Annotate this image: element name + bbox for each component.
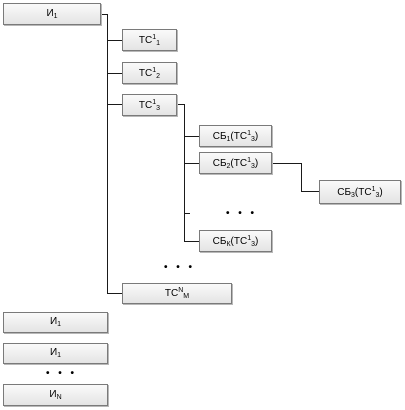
node-ts2-label: ТС12 — [138, 66, 161, 80]
node-tsnm[interactable]: ТСNМ — [122, 283, 232, 304]
node-i1-top-label: И1 — [46, 7, 58, 20]
node-ts1-label: ТС11 — [138, 33, 161, 47]
node-in-label: ИN — [49, 388, 62, 401]
node-i1-b[interactable]: И1 — [3, 343, 108, 364]
node-tsnm-label: ТСNМ — [164, 287, 190, 300]
node-i1-top[interactable]: И1 — [3, 3, 101, 25]
node-sbk-label: СБК(ТС13) — [212, 234, 259, 248]
node-i1-a-label: И1 — [49, 316, 62, 329]
node-sb2-label: СБ2(ТС13) — [212, 156, 259, 170]
node-sb2[interactable]: СБ2(ТС13) — [199, 152, 272, 174]
connector-tsnm — [107, 293, 122, 294]
node-ts2[interactable]: ТС12 — [122, 62, 177, 84]
ellipsis-ts: • • • — [164, 262, 196, 273]
ellipsis-i: • • • — [46, 368, 78, 379]
node-i1-b-label: И1 — [49, 347, 62, 360]
connector-sb2-out — [272, 163, 302, 164]
connector-i1-trunk — [100, 14, 108, 15]
connector-sbk — [184, 241, 199, 242]
tick-sb-gap — [184, 213, 190, 214]
connector-sb3 — [301, 191, 319, 192]
node-sb3[interactable]: СБ3(ТС13) — [319, 180, 401, 204]
node-sb3-label: СБ3(ТС13) — [337, 185, 383, 199]
node-ts1[interactable]: ТС11 — [122, 29, 177, 51]
connector-ts3-trunk — [177, 104, 185, 105]
trunk-line-ts3 — [184, 104, 185, 242]
connector-ts1 — [107, 40, 122, 41]
connector-ts3 — [107, 104, 122, 105]
node-sbk[interactable]: СБК(ТС13) — [199, 230, 272, 252]
connector-sb3-vertical — [301, 163, 302, 192]
ellipsis-sb: • • • — [226, 208, 258, 219]
node-sb1[interactable]: СБ1(ТС13) — [199, 125, 272, 147]
node-sb1-label: СБ1(ТС13) — [212, 129, 259, 143]
node-in[interactable]: ИN — [3, 384, 108, 406]
connector-sb1 — [184, 136, 199, 137]
node-i1-a[interactable]: И1 — [3, 312, 108, 333]
connector-sb2 — [184, 163, 199, 164]
node-ts3-label: ТС13 — [138, 98, 161, 112]
trunk-line-main — [107, 14, 108, 294]
node-ts3[interactable]: ТС13 — [122, 94, 177, 116]
connector-ts2 — [107, 73, 122, 74]
